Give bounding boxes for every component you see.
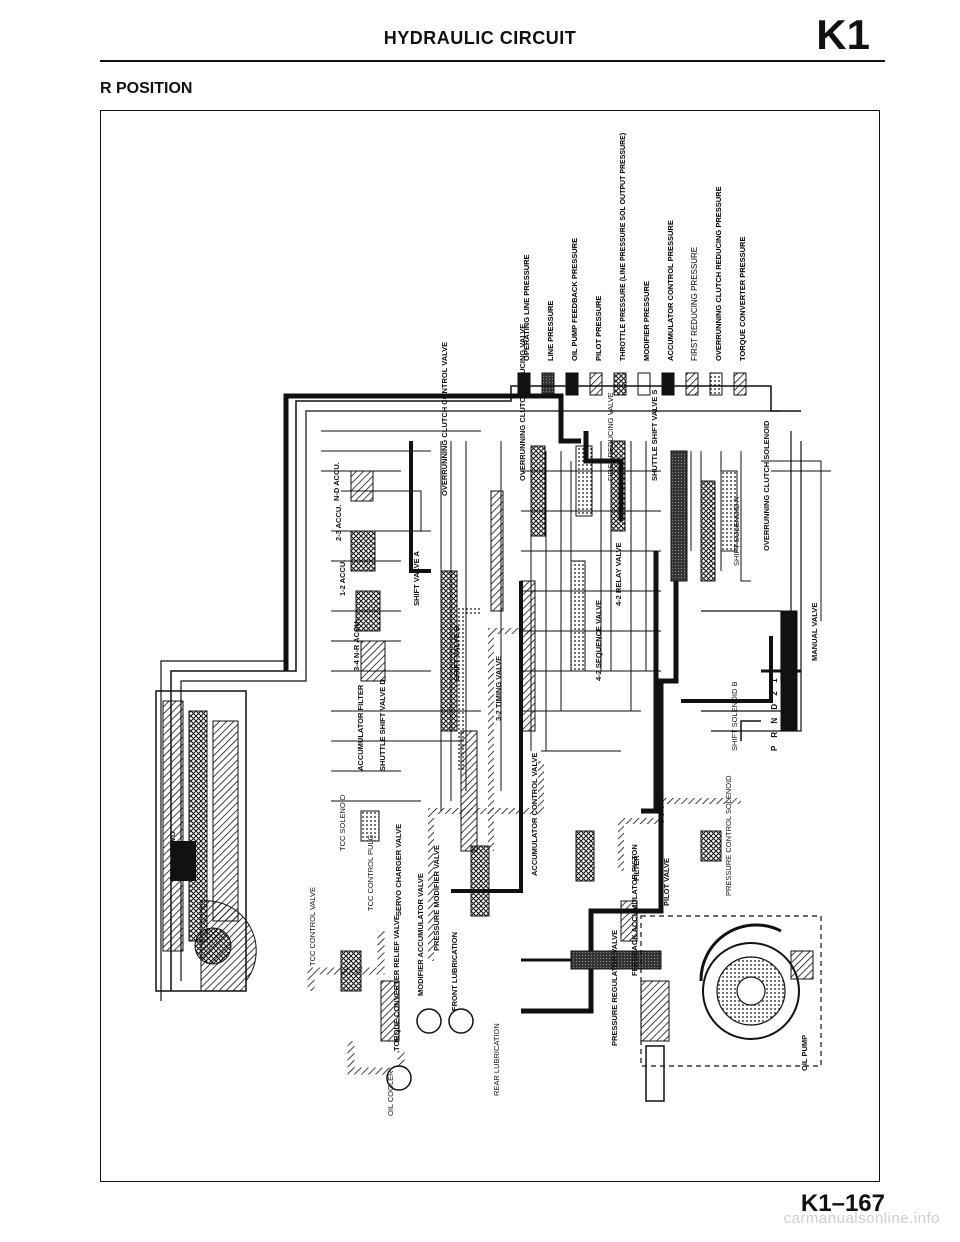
legend-label: OVERRUNNING CLUTCH REDUCING PRESSURE [714, 186, 723, 361]
section-code: K1 [816, 11, 870, 58]
legend-label: PILOT PRESSURE [594, 296, 603, 361]
legend-label: OIL PUMP FEEDBACK PRESSURE [570, 238, 579, 361]
pressure-regulator-body [521, 950, 670, 1102]
position-label: R POSITION [100, 80, 193, 97]
label-pressure-control-solenoid: PRESSURE CONTROL SOLENOID [724, 775, 733, 896]
label-overrunning-clutch-control-valve: OVERRUNNING CLUTCH CONTROL VALVE [440, 342, 449, 496]
legend-swatch [589, 372, 603, 396]
page-number: K1–167 [800, 1190, 885, 1217]
label-shuttle-shift-valve-s: SHUTTLE SHIFT VALVE S [650, 390, 659, 481]
legend-swatch [709, 372, 723, 396]
legend-swatch [661, 372, 675, 396]
label-accumulator-filter: ACCUMULATOR FILTER [356, 684, 365, 771]
legend-swatch [541, 372, 555, 396]
legend-label: OPERATING LINE PRESSURE [522, 254, 531, 361]
oil-pump-body [640, 915, 822, 1067]
label-timing-valve-32: 3-2 TIMING VALVE [494, 656, 503, 721]
legend-label: FIRST REDUCING PRESSURE [690, 247, 699, 361]
label-modifier-accumulator-valve: MODIFIER ACCUMULATOR VALVE [416, 873, 425, 996]
legend-swatch [685, 372, 699, 396]
component-labels: BAND SERVO TCC SOLENOID TCC CONTROL VALV… [168, 324, 819, 1116]
label-accu-34: 3-4 N-R ACCU. [352, 619, 361, 671]
label-torque-converter-relief-valve: TORQUE CONVERTER RELIEF VALVE [392, 915, 401, 1051]
label-feedback-accumulator-piston: FEEDBACK ACCUMULATOR PISTON [630, 844, 639, 976]
label-tcc-control-plug: TCC CONTROL PULG [366, 834, 375, 911]
clutch-pack [155, 690, 257, 992]
legend-swatch [733, 372, 747, 396]
label-gear-positions: P R N D 2 1 [770, 675, 779, 751]
label-tcc-solenoid: TCC SOLENOID [338, 794, 347, 851]
label-pressure-regulator-valve: PRESSURE REGULATOR VALVE [610, 930, 619, 1046]
label-rear-lubrication: REAR LUBRICATION [492, 1023, 501, 1096]
label-servo-charger-valve: SERVO CHARGER VALVE [394, 824, 403, 916]
legend-swatch [565, 372, 579, 396]
lubrication-circles [386, 1008, 474, 1091]
label-filter: FILTER [632, 855, 641, 881]
hydraulic-circuit-diagram: OPERATING LINE PRESSURE LINE PRESSURE OI… [155, 133, 831, 1116]
label-band-servo: BAND SERVO [168, 831, 177, 881]
label-oil-cooler: OIL COOLER [386, 1070, 395, 1116]
label-accu-nd: N-D ACCU. [332, 462, 341, 501]
legend-swatch [637, 372, 651, 396]
manual-valve-body [740, 610, 801, 741]
label-manual-valve: MANUAL VALVE [810, 603, 819, 661]
label-shift-solenoid-a: SHIFT SOLENOID A [732, 497, 741, 566]
label-oil-pump: OIL PUMP [800, 1035, 809, 1071]
valve-spools [340, 440, 738, 1042]
header-rule [100, 60, 885, 62]
diagram-frame: OPERATING LINE PRESSURE LINE PRESSURE OI… [100, 110, 880, 1182]
label-accu-23: 2-3 ACCU. [334, 505, 343, 541]
label-overrunning-clutch-reducing-valve: OVERRUNNING CLUTCH REDUCING VALVE [518, 324, 527, 481]
label-shift-valve-a: SHIFT VALVE A [412, 551, 421, 606]
page-title: HYDRAULIC CIRCUIT [383, 28, 577, 48]
legend-label: MODIFIER PRESSURE [642, 281, 651, 361]
legend-label: THROTTLE PRESSURE (LINE PRESSURE SOL OUT… [620, 133, 627, 361]
label-shift-valve-b: SHIFT VALVE B [452, 625, 461, 681]
legend-swatches [517, 372, 747, 396]
label-overrunning-clutch-solenoid: OVERRUNNING CLUTCH SOLENOID [762, 420, 771, 551]
label-pilot-valve: PILOT VALVE [662, 858, 671, 906]
label-relay-valve-42: 4-2 RELAY VALVE [614, 543, 623, 607]
legend-swatch [613, 372, 627, 396]
label-shuttle-shift-valve-d: SHUTTLE SHIFT VALVE D [378, 679, 387, 771]
label-accu-12: 1-2 ACCU. [338, 560, 347, 596]
label-first-reducing-valve: FIRST REDUCING VALVE [606, 392, 615, 481]
label-pressure-modifier-valve: PRESSURE MODIFIER VALVE [432, 845, 441, 951]
legend-label: LINE PRESSURE [546, 301, 555, 361]
label-sequence-valve-42: 4-2 SEQUENCE VALVE [594, 600, 603, 681]
watermark: carmanualsonline.info [783, 1210, 940, 1227]
label-tcc-control-valve: TCC CONTROL VALVE [308, 887, 317, 966]
legend-label: TORQUE CONVERTER PRESSURE [738, 237, 747, 361]
label-shift-solenoid-b: SHIFT SOLENOID B [730, 682, 739, 751]
label-front-lubrication: FRONT LUBRICATION [450, 932, 459, 1011]
legend-label: ACCUMULATOR CONTROL PRESSURE [666, 220, 675, 361]
legend-labels: OPERATING LINE PRESSURE LINE PRESSURE OI… [522, 133, 747, 361]
label-accumulator-control-valve: ACCUMULATOR CONTROL VALVE [530, 753, 539, 876]
